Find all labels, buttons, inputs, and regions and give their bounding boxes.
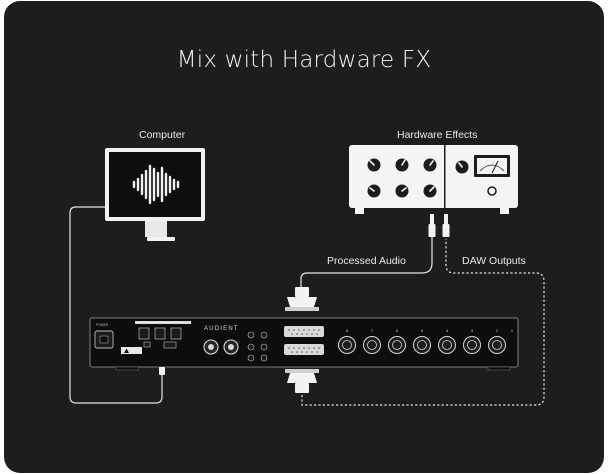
vu-meter <box>474 155 510 177</box>
channel-number: 1 <box>511 328 514 333</box>
brand-logo-text: AUDIENT <box>204 326 239 332</box>
hardware-effects-unit <box>349 145 518 214</box>
channel-number: 4 <box>446 328 449 333</box>
waveform-icon <box>132 164 180 205</box>
computer-monitor <box>105 148 205 241</box>
combo-inputs <box>338 336 511 354</box>
audio-interface: POWER AUDIENT <box>89 317 519 371</box>
channel-number: 8 <box>346 328 349 333</box>
computer-label: Computer <box>139 129 186 141</box>
hardware-effects-label: Hardware Effects <box>397 129 478 141</box>
channel-number: 5 <box>421 328 424 333</box>
dsub-port-in <box>284 326 324 337</box>
warning-label <box>121 347 142 354</box>
svg-text:POWER: POWER <box>96 323 109 327</box>
jack-plugs <box>428 214 450 237</box>
channel-number: 3 <box>471 328 474 333</box>
diagram-title: Mix with Hardware FX <box>176 47 432 73</box>
dsub-connector-bottom <box>285 369 319 393</box>
diagram-card: Mix with Hardware FX Computer Hardware E… <box>4 1 604 473</box>
usb-plug <box>159 367 165 375</box>
diagram-drawing: POWER AUDIENT <box>69 145 545 406</box>
channel-number: 7 <box>371 328 374 333</box>
daw-outputs-label: DAW Outputs <box>462 255 526 267</box>
channel-number: 6 <box>396 328 399 333</box>
cables <box>69 206 545 406</box>
processed-audio-label: Processed Audio <box>327 255 406 267</box>
dsub-connector-top <box>285 287 319 311</box>
channel-number: 2 <box>496 328 499 333</box>
dsub-port-out <box>284 344 324 355</box>
effects-led <box>487 186 497 196</box>
